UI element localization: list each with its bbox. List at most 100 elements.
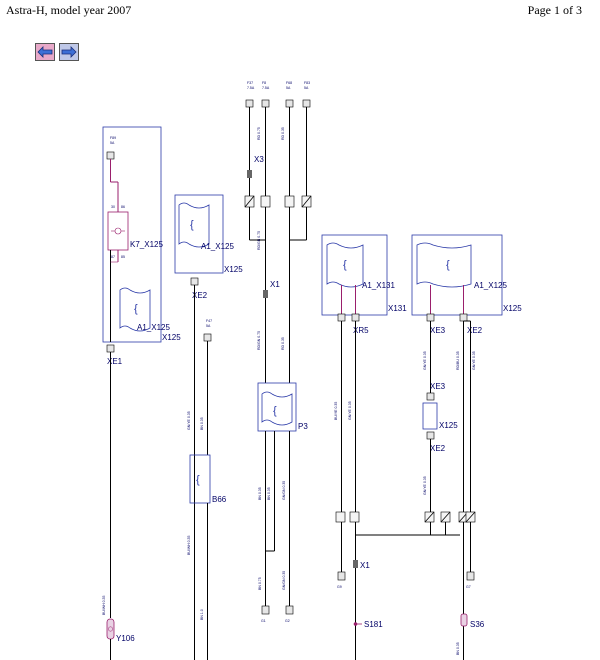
page-indicator: Page 1 of 3 — [527, 3, 582, 17]
x3-inline-connector — [247, 170, 252, 178]
svg-text:GN/YE 0.35: GN/YE 0.35 — [423, 476, 427, 495]
a1-x125-right-label: A1_X125 — [474, 281, 507, 290]
svg-text:BN 1.0: BN 1.0 — [200, 609, 204, 620]
xr5-pin-b — [351, 313, 360, 322]
a1-x125-right-module-outline — [411, 234, 503, 316]
svg-text:85: 85 — [121, 255, 125, 259]
y106-label: Y106 — [116, 634, 135, 643]
x125-small-box — [422, 402, 438, 430]
fuse-pin-f83 — [302, 99, 311, 108]
fuse-pin-f37 — [245, 99, 254, 108]
center-group: F37 7.5A F8 7.5A F68 5A F83 5A RD 0.75 R… — [244, 81, 312, 623]
pin-f8-junction — [260, 195, 271, 208]
p3-unit-shape — [261, 391, 293, 426]
next-page-button[interactable] — [59, 43, 79, 61]
b66-label: B66 — [212, 495, 227, 504]
arrow-right-icon — [61, 46, 77, 58]
svg-text:BN 0.35: BN 0.35 — [258, 487, 262, 500]
svg-text:{: { — [190, 219, 194, 231]
a1-x131-unit — [326, 242, 364, 288]
middle-left-module-group: { A1_X125 X125 XE2 F47 5A GN/YE 0.35 BN … — [174, 194, 243, 660]
svg-text:GN/GN 0.35: GN/GN 0.35 — [282, 481, 286, 500]
a1-x125-mid-label: A1_X125 — [201, 242, 234, 251]
svg-text:{: { — [343, 259, 347, 271]
svg-text:BU/WH 0.35: BU/WH 0.35 — [102, 595, 106, 615]
svg-text:BU/WH 0.35: BU/WH 0.35 — [187, 535, 191, 555]
ground-pin-right — [285, 605, 294, 615]
svg-text:F68: F68 — [286, 81, 292, 85]
svg-text:RD 0.75: RD 0.75 — [257, 127, 261, 140]
document-title: Astra-H, model year 2007 — [6, 3, 132, 17]
right-group: { A1_X125 X125 XE3 XE2 GN/YE 0.35 RD/BU … — [411, 234, 522, 660]
ground-pin-left — [261, 605, 270, 615]
svg-text:G9: G9 — [337, 585, 342, 589]
x3-label: X3 — [254, 155, 264, 164]
xe2-mid-label: XE2 — [192, 291, 208, 300]
p3-label: P3 — [298, 422, 308, 431]
s181-label: S181 — [364, 620, 383, 629]
xe3-b-pin — [426, 392, 435, 401]
svg-text:{: { — [446, 259, 450, 271]
svg-text:BN 0.35: BN 0.35 — [267, 487, 271, 500]
right-center-group: { A1_X131 X131 XR5 BU/YE 0.35 GN/YE 0.35… — [321, 234, 460, 660]
solenoid-icon — [108, 626, 113, 632]
svg-text:5A: 5A — [286, 86, 291, 90]
svg-text:BU/YE 0.35: BU/YE 0.35 — [334, 402, 338, 420]
x1-right-inline-connector — [353, 560, 358, 568]
svg-text:GN/YE 0.35: GN/YE 0.35 — [187, 411, 191, 430]
xe3-a-pin — [426, 313, 435, 322]
svg-text:{: { — [273, 405, 277, 417]
svg-text:GN/YE 0.35: GN/YE 0.35 — [423, 351, 427, 370]
svg-text:30: 30 — [111, 205, 115, 209]
svg-text:GN/GN 0.35: GN/GN 0.35 — [282, 571, 286, 590]
p3-instrument-box — [257, 382, 297, 432]
pin-f68-junction — [284, 195, 295, 208]
xe2-a-label: XE2 — [467, 326, 483, 335]
svg-text:RD/BU 0.35: RD/BU 0.35 — [456, 351, 460, 370]
x1-right-label: X1 — [360, 561, 370, 570]
svg-text:86: 86 — [121, 205, 125, 209]
svg-text:RD/GN 0.75: RD/GN 0.75 — [257, 331, 261, 350]
svg-text:RD 0.35: RD 0.35 — [281, 127, 285, 140]
x125-left-label: X125 — [162, 333, 181, 342]
left-module-group: F89 5A K7_X125 30 86 87 85 { A1_X125 X12… — [102, 126, 181, 660]
svg-text:GN/YE 0.35: GN/YE 0.35 — [472, 351, 476, 370]
x131-label: X131 — [388, 304, 407, 313]
x125-mid-label: X125 — [224, 265, 243, 274]
svg-text:BN 0.75: BN 0.75 — [258, 577, 262, 590]
svg-text:G2: G2 — [285, 619, 290, 623]
svg-text:G7: G7 — [466, 585, 471, 589]
arrow-left-icon — [37, 46, 53, 58]
xr5-pin-a — [337, 313, 346, 322]
s181-junction-b — [349, 511, 360, 523]
a1-x125-mid-unit — [178, 202, 210, 248]
svg-text:7.5A: 7.5A — [247, 86, 255, 90]
svg-text:{: { — [134, 303, 138, 315]
s36-switch-icon — [460, 613, 468, 627]
svg-text:G1: G1 — [261, 619, 266, 623]
svg-text:RD/GN 0.75: RD/GN 0.75 — [257, 231, 261, 250]
x125-small-label: X125 — [439, 421, 458, 430]
svg-text:5A: 5A — [304, 86, 309, 90]
svg-text:F83: F83 — [304, 81, 310, 85]
a1-x131-module-outline — [321, 234, 388, 316]
svg-text:F8: F8 — [262, 81, 266, 85]
xe2-mid-connector-pin — [190, 277, 199, 286]
svg-text:RD 0.35: RD 0.35 — [281, 337, 285, 350]
b66-sensor-box — [189, 454, 211, 504]
svg-text:BN 0.35: BN 0.35 — [200, 417, 204, 430]
s36-label: S36 — [470, 620, 485, 629]
svg-text:GN/YE 0.35: GN/YE 0.35 — [348, 401, 352, 420]
xe2-b-pin — [426, 431, 435, 440]
left-module-outline — [102, 126, 162, 343]
x125-right-label: X125 — [503, 304, 522, 313]
svg-text:5A: 5A — [206, 324, 211, 328]
xe2-a-pin — [459, 313, 468, 322]
k7-label: K7_X125 — [130, 240, 163, 249]
xe3-b-label: XE3 — [430, 382, 446, 391]
s181-junction-a — [335, 511, 346, 523]
b66-fuse-pin — [203, 333, 212, 342]
xr5-label: XR5 — [353, 326, 369, 335]
a1-x131-label: A1_X131 — [362, 281, 395, 290]
previous-page-button[interactable] — [35, 43, 55, 61]
